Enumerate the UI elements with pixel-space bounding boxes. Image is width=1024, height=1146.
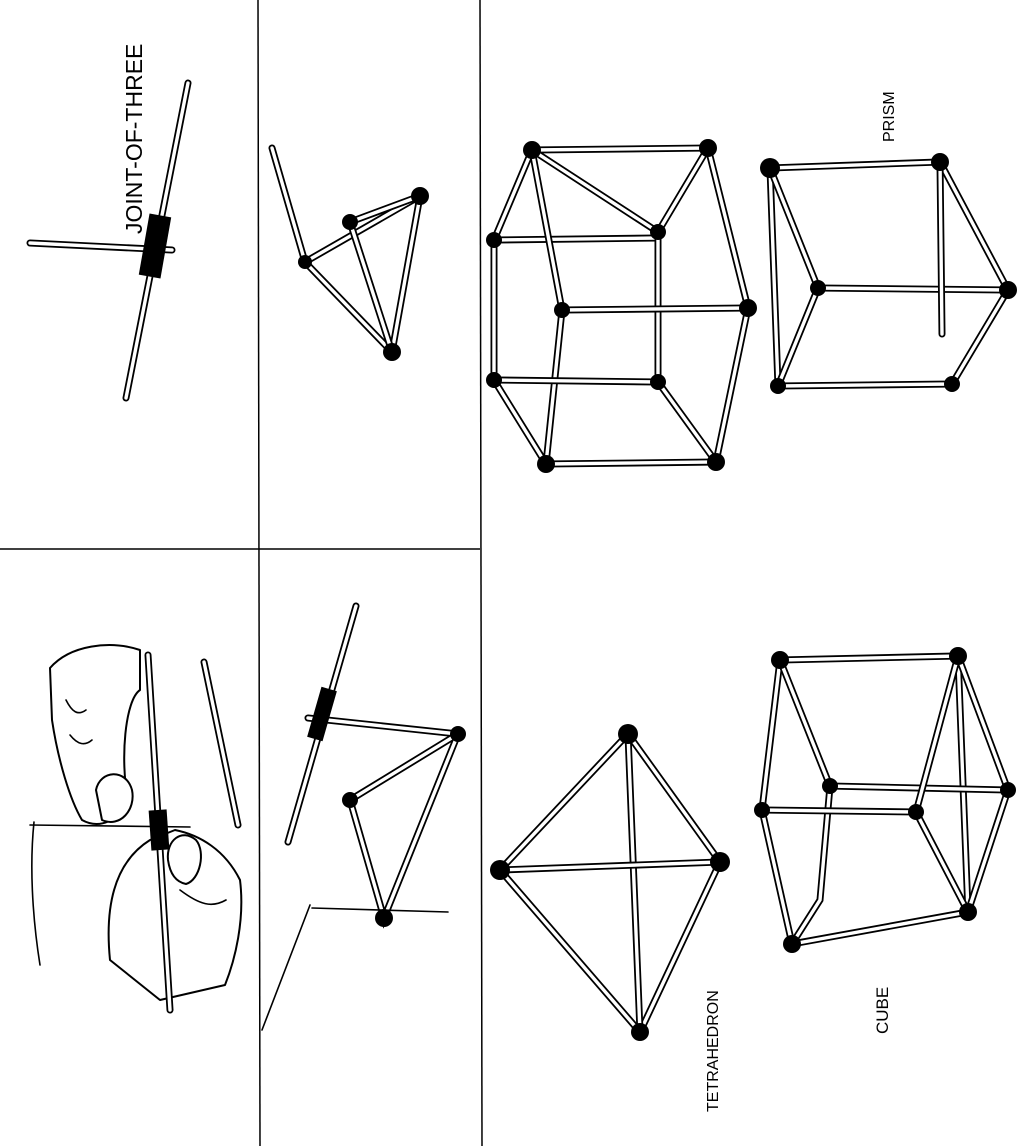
- hexagonal-prism-illustration: [486, 139, 757, 473]
- panel-frame: [0, 0, 482, 1146]
- cube-label: CUBE: [873, 987, 892, 1034]
- hands-threading-illustration: [30, 645, 241, 1010]
- tetrahedron-illustration: [490, 724, 730, 1041]
- joint-of-three-illustration: [30, 83, 188, 398]
- tetrahedron-label: TETRAHEDRON: [705, 990, 722, 1112]
- cube-illustration: [754, 647, 1016, 953]
- joint-of-three-label: JOINT-OF-THREE: [121, 44, 147, 234]
- triangular-prism-illustration: [760, 153, 1017, 394]
- triangle-assembly-illustration: [272, 148, 429, 361]
- second-triangle-assembly-illustration: [262, 606, 466, 1030]
- prism-label: PRISM: [881, 91, 898, 142]
